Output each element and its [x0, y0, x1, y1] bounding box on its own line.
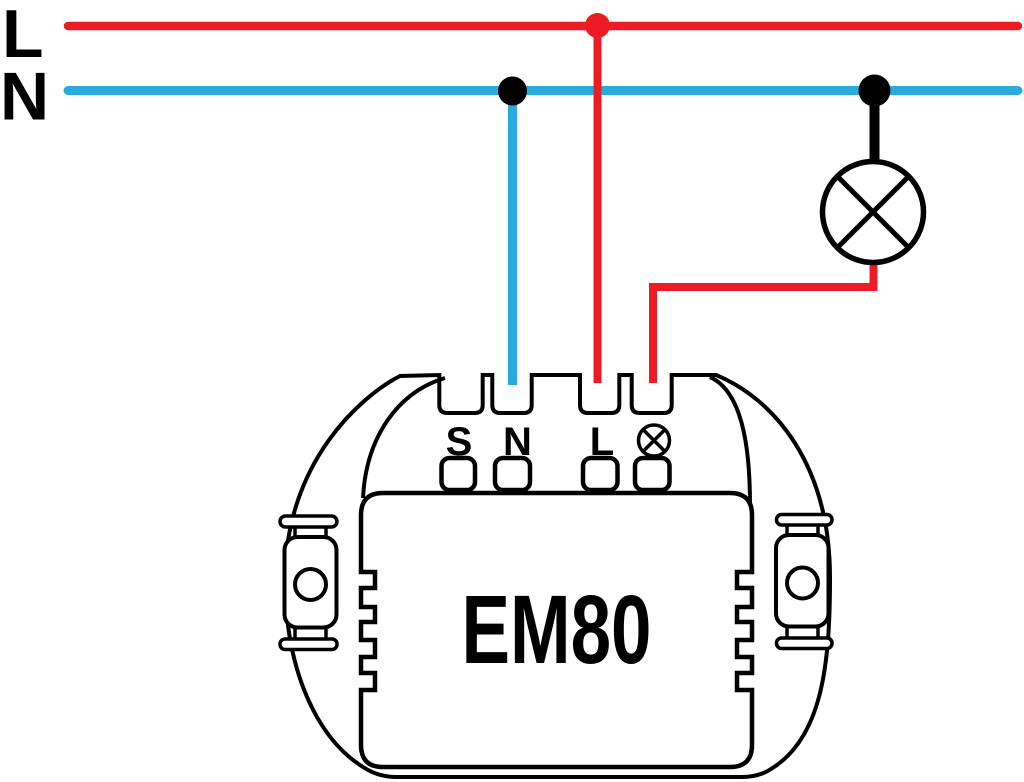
terminal-port-s — [439, 455, 478, 493]
device-shoulder-right — [709, 375, 752, 506]
screw-hole-right-icon — [785, 565, 820, 601]
live-junction-dot — [585, 13, 610, 38]
mounting-tab-left — [278, 514, 339, 652]
tab-bar-top-left — [278, 514, 339, 529]
mounting-tab-right — [774, 512, 834, 651]
terminal-label-s: S — [446, 420, 473, 464]
screw-hole-left-icon — [293, 567, 328, 602]
device-panel — [358, 490, 755, 770]
lamp-terminal-icon — [636, 423, 672, 458]
terminal-port-n — [492, 455, 533, 493]
lamp-icon — [819, 158, 927, 266]
terminal-port-load — [632, 455, 672, 493]
terminal-labels: S N L — [446, 420, 672, 464]
neutral-label: N — [0, 59, 49, 135]
model-label: EM80 — [462, 575, 652, 684]
terminal-ports — [439, 455, 672, 493]
terminal-label-n: N — [503, 420, 532, 464]
terminal-port-l — [580, 455, 620, 493]
live-label: L — [2, 0, 44, 72]
tab-bar-bottom-right — [774, 636, 834, 651]
tab-bar-top-right — [774, 512, 834, 527]
terminal-label-l: L — [590, 420, 614, 464]
tab-neck-bottom-right — [785, 626, 820, 638]
neutral-junction-dot — [498, 76, 527, 106]
lamp-junction-dot — [858, 74, 891, 107]
device-body: EM80 — [282, 372, 833, 779]
tab-bar-bottom-left — [278, 637, 339, 652]
load-wire — [649, 260, 878, 383]
device-shoulder-left — [361, 376, 446, 499]
tab-neck-bottom-left — [293, 627, 328, 639]
